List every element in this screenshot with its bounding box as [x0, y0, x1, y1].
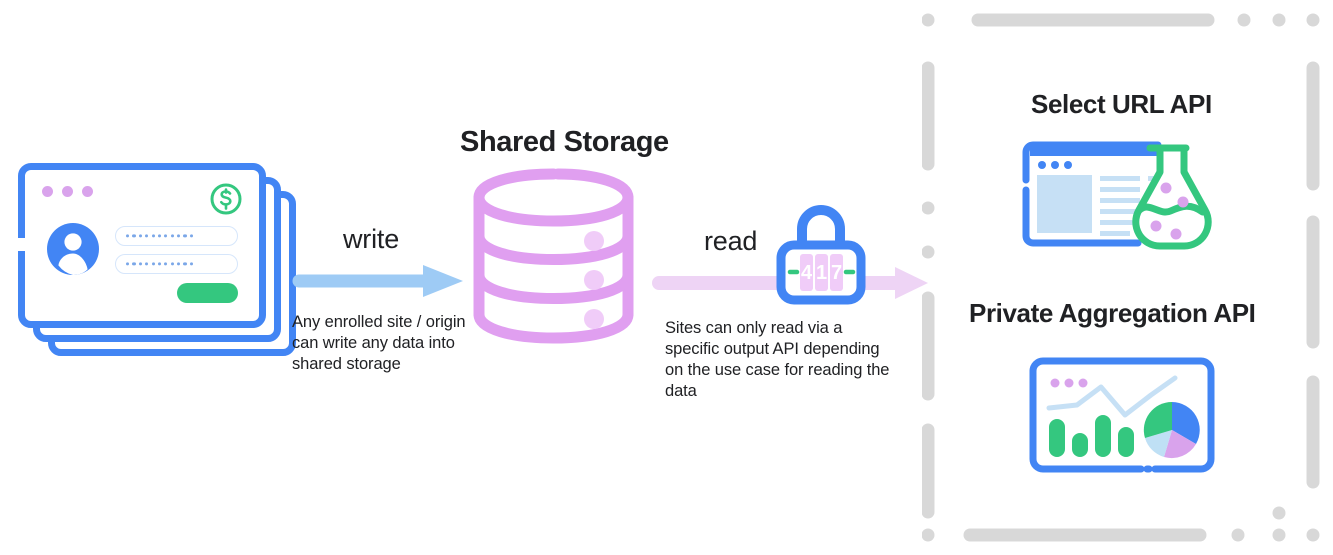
password-mask: [126, 262, 193, 266]
password-field-1[interactable]: [115, 226, 238, 246]
window-traffic-dots: [42, 186, 93, 197]
write-caption: Any enrolled site / origin can write any…: [292, 313, 466, 373]
lock-digit-2: 1: [816, 262, 827, 284]
browser-window-with-flask-icon: [1022, 141, 1212, 250]
write-arrow-icon: [292, 265, 463, 297]
lock-digit-1: 4: [801, 262, 813, 284]
output-apis-frame: [922, 13, 1320, 542]
read-caption: Sites can only read via a specific outpu…: [665, 319, 890, 400]
write-label: write: [343, 224, 400, 254]
traffic-dot: [42, 186, 53, 197]
trend-line: [1046, 375, 1178, 418]
window-traffic-dots: [1038, 161, 1072, 169]
enrolled-sites-windows: [18, 163, 298, 363]
pie-chart: [1143, 401, 1200, 459]
password-field-2[interactable]: [115, 254, 238, 274]
browser-window-front: [18, 163, 266, 328]
traffic-dot: [82, 186, 93, 197]
password-mask: [126, 234, 193, 238]
flask-icon: [1132, 144, 1212, 250]
user-avatar-icon: [47, 223, 99, 275]
read-label: read: [704, 226, 758, 256]
dollar-coin-icon: [210, 183, 242, 215]
window-traffic-dots: [1050, 378, 1088, 388]
lock-digit-3: 7: [831, 262, 842, 284]
traffic-dot: [62, 186, 73, 197]
combination-lock-icon: 4 1 7: [776, 205, 866, 305]
database-cylinder-icon: [473, 168, 634, 344]
window-edge-notch: [18, 238, 25, 251]
shared-storage-title: Shared Storage: [460, 126, 669, 158]
submit-button[interactable]: [177, 283, 238, 303]
select-url-api-title: Select URL API: [1031, 89, 1212, 119]
lock-dials: 4 1 7: [800, 254, 843, 291]
bar-series: [1049, 415, 1134, 457]
private-aggregation-api-title: Private Aggregation API: [969, 298, 1256, 328]
dashboard-charts-icon: [1029, 357, 1215, 473]
